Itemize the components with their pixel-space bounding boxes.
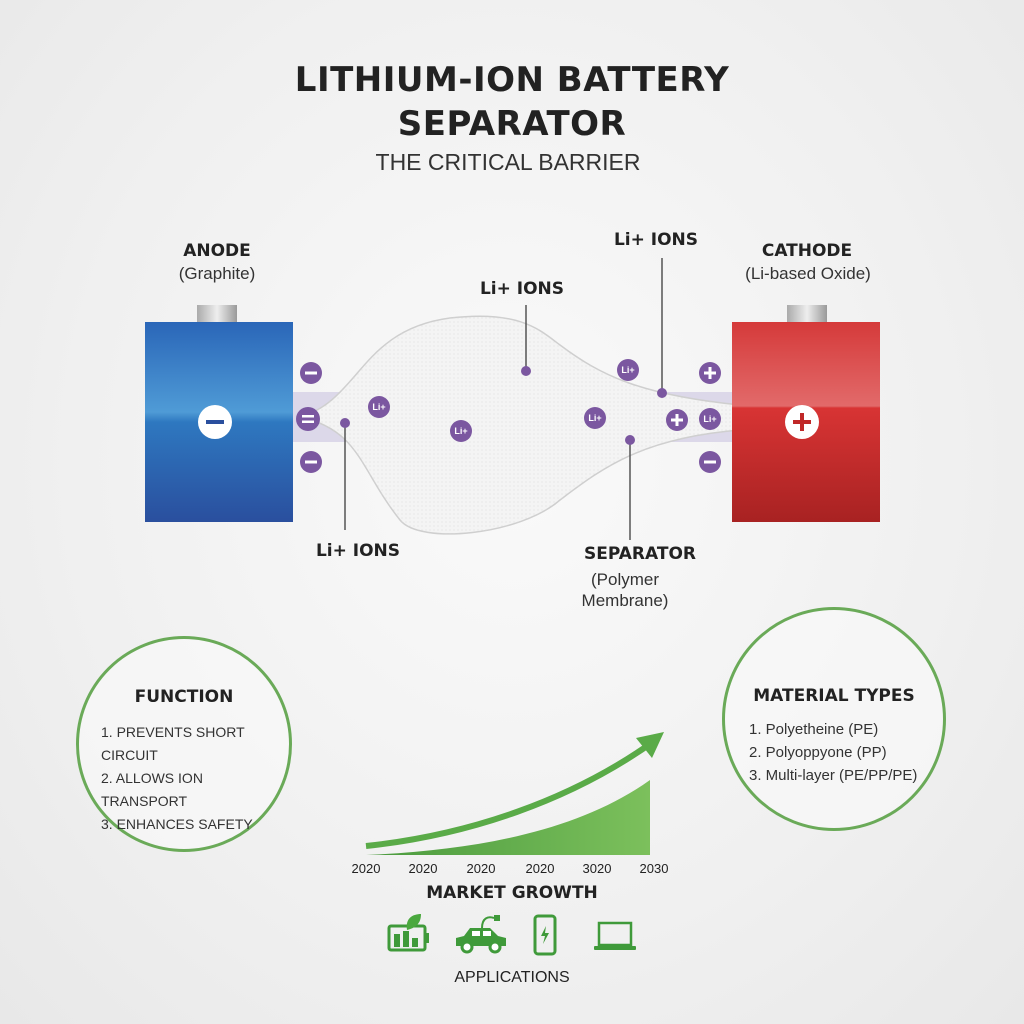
market-growth-title: MARKET GROWTH [426,883,598,903]
cathode-label: CATHODE [761,241,853,261]
year-tick: 2020 [408,861,438,876]
year-tick: 2020 [466,861,496,876]
smartphone-icon [533,914,557,956]
minus-charge-icon [300,362,322,384]
electric-car-icon [456,915,506,954]
material-types-panel: MATERIAL TYPES 1. Polyetheine (PE) 2. Po… [722,607,946,831]
plus-charge-icon [666,409,688,431]
function-item: 3. ENHANCES SAFETY [101,816,253,832]
material-item: 3. Multi-layer (PE/PP/PE) [749,767,918,784]
function-item: 1. PREVENTS SHORT CIRCUIT [101,724,245,763]
year-tick: 2020 [525,861,555,876]
charge-markers [296,362,721,473]
material-item: 1. Polyetheine (PE) [749,721,879,738]
minus-charge-icon [296,407,320,431]
minus-charge-icon [699,451,721,473]
pointer-dot [657,388,667,398]
arrow-head-icon [636,732,664,758]
applications-title: APPLICATIONS [454,969,570,986]
subtitle: THE CRITICAL BARRIER [375,149,641,175]
minus-charge-icon [300,451,322,473]
li-ions-label-left: Li+ IONS [315,541,401,561]
material-item: 2. Polyoppyone (PP) [749,744,887,761]
cathode-terminal [787,305,827,323]
pointer-dot [521,366,531,376]
cathode-sublabel: (Li-based Oxide) [745,264,871,283]
li-ions-label-right: Li+ IONS [613,230,699,250]
li-ion-marker: Li+ [450,420,472,442]
growth-area [366,780,650,855]
anode-terminal [197,305,237,323]
pointer-dot [340,418,350,428]
title-line-1: LITHIUM-ION BATTERY [294,60,730,100]
function-title: FUNCTION [134,687,234,707]
growth-arrow [365,741,652,849]
li-ion-marker: Li+ [699,408,721,430]
li-ions-label-center: Li+ IONS [479,279,565,299]
year-tick: 2030 [639,861,669,876]
year-tick: 3020 [582,861,612,876]
pointer-dot [625,435,635,445]
laptop-icon [594,921,636,950]
title-line-2: SEPARATOR [397,104,627,144]
material-types-title: MATERIAL TYPES [753,686,915,706]
green-battery-icon [387,914,429,952]
li-ion-marker: Li+ [617,359,639,381]
plus-charge-icon [699,362,721,384]
separator-sublabel-1: (Polymer [590,570,660,589]
function-item: 2. ALLOWS ION TRANSPORT [101,770,203,809]
separator-sublabel-2: Membrane) [581,591,669,610]
anode-label: ANODE [183,241,251,261]
separator-label: SEPARATOR [584,544,696,564]
li-ion-marker: Li+ [584,407,606,429]
leader-lines [344,258,663,540]
function-panel: FUNCTION 1. PREVENTS SHORT CIRCUIT 2. AL… [76,636,292,852]
anode-sublabel: (Graphite) [178,264,256,283]
li-ion-marker: Li+ [368,396,390,418]
year-tick: 2020 [351,861,381,876]
